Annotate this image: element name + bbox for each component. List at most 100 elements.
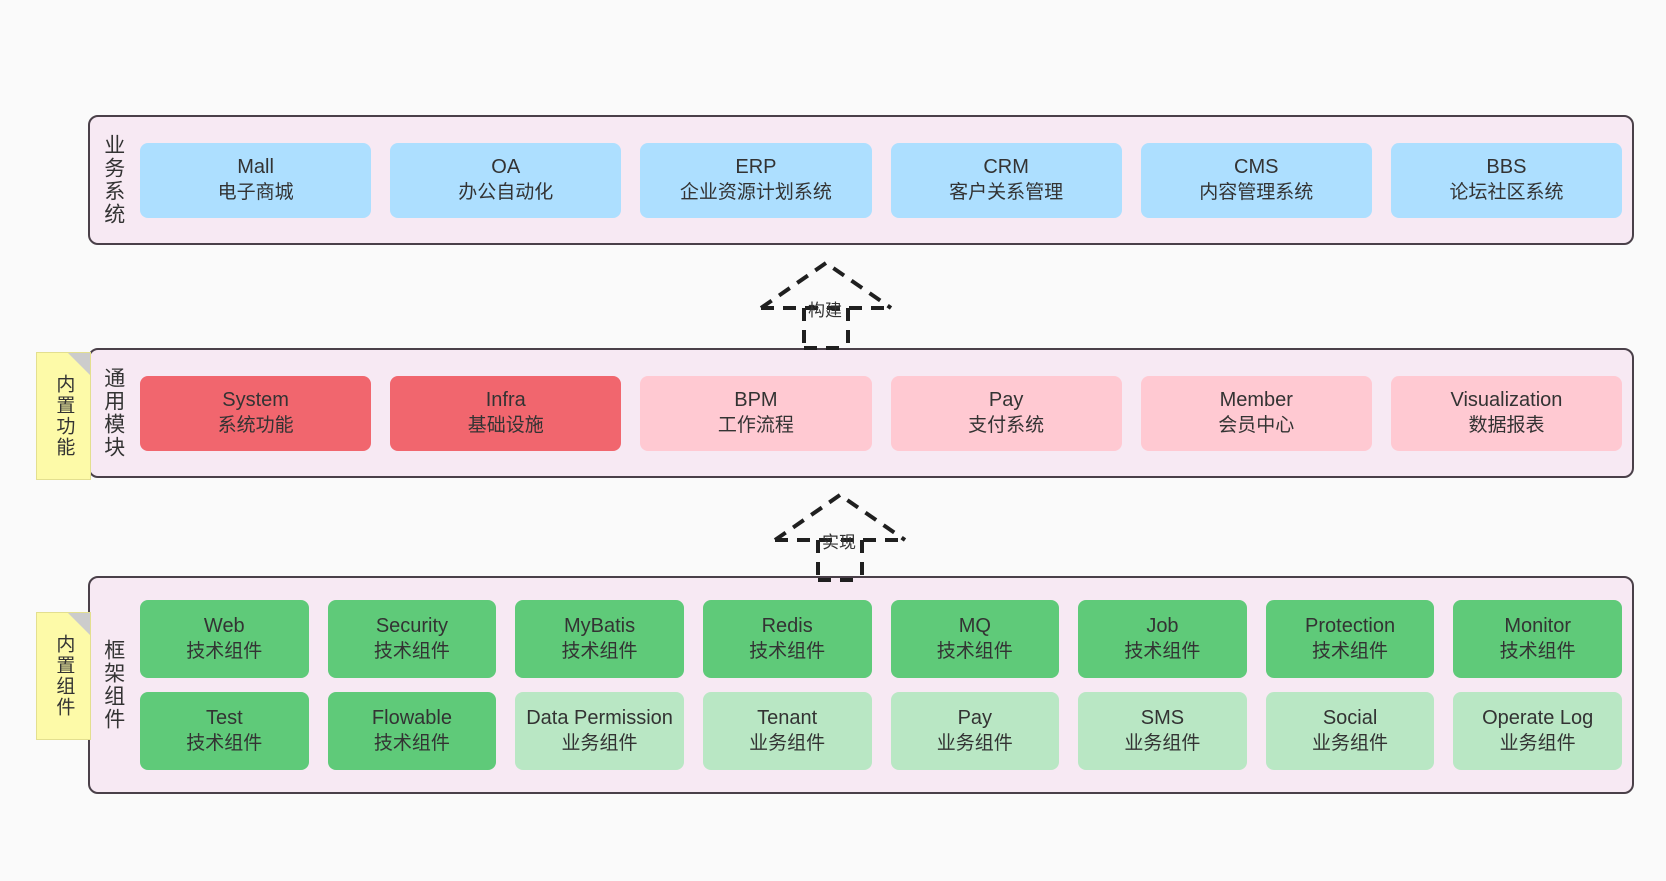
- card-title-en: Pay: [988, 389, 1024, 412]
- card-mybatis[interactable]: MyBatis 技术组件: [515, 600, 684, 678]
- card-title-cn: 业务组件: [1499, 732, 1576, 754]
- band-row: System 系统功能 Infra 基础设施 BPM 工作流程 Pay 支付系统…: [140, 375, 1623, 451]
- card-web[interactable]: Web 技术组件: [140, 600, 309, 678]
- card-title-en: Job: [1146, 615, 1179, 638]
- card-title-en: BPM: [734, 389, 778, 412]
- card-member[interactable]: Member 会员中心: [1140, 375, 1372, 451]
- band-row: Web 技术组件 Security 技术组件 MyBatis 技术组件 Redi…: [140, 600, 1622, 678]
- band-body-framework-component: Web 技术组件 Security 技术组件 MyBatis 技术组件 Redi…: [136, 578, 1632, 792]
- card-title-en: Social: [1322, 707, 1378, 730]
- card-title-cn: 电子商城: [217, 181, 294, 203]
- card-flowable[interactable]: Flowable 技术组件: [327, 692, 497, 770]
- card-title-en: SMS: [1140, 707, 1185, 730]
- band-body-business-system: Mall 电子商城 OA 办公自动化 ERP 企业资源计划系统 CRM 客户关系…: [136, 117, 1632, 243]
- card-title-cn: 业务组件: [936, 732, 1013, 754]
- card-title-en: Visualization: [1450, 389, 1563, 412]
- card-title-en: MQ: [958, 615, 991, 638]
- arrow-implement-label: 实现: [822, 533, 856, 552]
- band-title-framework-component: 框架组件: [101, 639, 125, 731]
- card-operate-log[interactable]: Operate Log 业务组件: [1453, 692, 1622, 770]
- card-title-en: Web: [203, 615, 245, 638]
- note-label: 内置组件: [53, 634, 75, 718]
- note-fold-corner-icon: [68, 613, 90, 635]
- card-title-cn: 数据报表: [1468, 414, 1545, 436]
- card-title-en: Infra: [485, 389, 526, 412]
- card-title-cn: 会员中心: [1218, 414, 1295, 436]
- card-redis[interactable]: Redis 技术组件: [702, 600, 872, 678]
- card-title-cn: 技术组件: [1124, 640, 1201, 662]
- card-title-cn: 客户关系管理: [949, 181, 1064, 203]
- card-mall[interactable]: Mall 电子商城: [140, 142, 372, 218]
- card-job[interactable]: Job 技术组件: [1078, 600, 1247, 678]
- card-title-cn: 技术组件: [373, 732, 450, 754]
- card-title-cn: 技术组件: [186, 732, 263, 754]
- band-title-business-system: 业务系统: [101, 134, 125, 226]
- note-builtin-component[interactable]: 内置组件: [36, 612, 91, 740]
- card-title-cn: 技术组件: [186, 640, 263, 662]
- card-title-cn: 基础设施: [467, 414, 544, 436]
- card-title-cn: 业务组件: [561, 732, 638, 754]
- card-title-en: Test: [205, 707, 243, 730]
- card-title-en: Redis: [761, 615, 813, 638]
- band-body-common-module: System 系统功能 Infra 基础设施 BPM 工作流程 Pay 支付系统…: [136, 350, 1632, 476]
- card-title-cn: 技术组件: [1312, 640, 1389, 662]
- band-common-module[interactable]: 通用模块 System 系统功能 Infra 基础设施 BPM 工作流程 Pay…: [88, 348, 1634, 478]
- card-title-en: Tenant: [757, 707, 818, 730]
- card-title-cn: 办公自动化: [458, 181, 554, 203]
- card-social[interactable]: Social 业务组件: [1265, 692, 1435, 770]
- card-title-en: OA: [491, 156, 521, 179]
- card-title-cn: 系统功能: [217, 414, 294, 436]
- arrow-build: 构建: [756, 258, 906, 350]
- card-tenant[interactable]: Tenant 业务组件: [702, 692, 872, 770]
- card-title-cn: 技术组件: [373, 640, 450, 662]
- card-crm[interactable]: CRM 客户关系管理: [890, 142, 1122, 218]
- note-label: 内置功能: [53, 374, 75, 458]
- card-title-cn: 业务组件: [749, 732, 826, 754]
- card-title-en: CRM: [983, 156, 1029, 179]
- band-row: Test 技术组件 Flowable 技术组件 Data Permission …: [140, 692, 1622, 770]
- card-title-en: MyBatis: [564, 615, 636, 638]
- card-title-en: BBS: [1486, 156, 1527, 179]
- card-sms[interactable]: SMS 业务组件: [1078, 692, 1247, 770]
- card-title-cn: 业务组件: [1312, 732, 1389, 754]
- arrow-build-label: 构建: [808, 301, 842, 320]
- arrow-implement-glyph: [773, 492, 907, 582]
- card-mq[interactable]: MQ 技术组件: [890, 600, 1060, 678]
- card-data-permission[interactable]: Data Permission 业务组件: [515, 692, 684, 770]
- card-cms[interactable]: CMS 内容管理系统: [1140, 142, 1372, 218]
- band-business-system[interactable]: 业务系统 Mall 电子商城 OA 办公自动化 ERP 企业资源计划系统 CRM…: [88, 115, 1634, 245]
- card-title-en: Pay: [957, 707, 993, 730]
- band-row: Mall 电子商城 OA 办公自动化 ERP 企业资源计划系统 CRM 客户关系…: [140, 142, 1623, 218]
- card-title-cn: 企业资源计划系统: [679, 181, 832, 203]
- note-fold-corner-icon: [68, 353, 90, 375]
- card-erp[interactable]: ERP 企业资源计划系统: [640, 142, 872, 218]
- card-title-cn: 论坛社区系统: [1449, 181, 1564, 203]
- card-title-en: Data Permission: [526, 707, 673, 730]
- card-protection[interactable]: Protection 技术组件: [1265, 600, 1435, 678]
- arrow-implement: 实现: [770, 490, 920, 582]
- card-infra[interactable]: Infra 基础设施: [390, 375, 622, 451]
- card-bpm[interactable]: BPM 工作流程: [640, 375, 872, 451]
- card-monitor[interactable]: Monitor 技术组件: [1453, 600, 1622, 678]
- card-title-cn: 工作流程: [717, 414, 794, 436]
- band-framework-component[interactable]: 框架组件 Web 技术组件 Security 技术组件 MyBatis 技术组件…: [88, 576, 1634, 794]
- card-title-cn: 支付系统: [968, 414, 1045, 436]
- card-title-en: Monitor: [1504, 615, 1572, 638]
- card-test[interactable]: Test 技术组件: [140, 692, 309, 770]
- card-visualization[interactable]: Visualization 数据报表: [1390, 375, 1623, 451]
- card-title-cn: 技术组件: [936, 640, 1013, 662]
- note-builtin-feature[interactable]: 内置功能: [36, 352, 91, 480]
- card-pay[interactable]: Pay 支付系统: [890, 375, 1122, 451]
- card-title-en: CMS: [1234, 156, 1279, 179]
- card-bbs[interactable]: BBS 论坛社区系统: [1390, 142, 1623, 218]
- card-title-en: Mall: [237, 156, 274, 179]
- card-security[interactable]: Security 技术组件: [327, 600, 497, 678]
- card-system[interactable]: System 系统功能: [140, 375, 372, 451]
- card-oa[interactable]: OA 办公自动化: [390, 142, 622, 218]
- card-title-en: System: [222, 389, 289, 412]
- card-title-en: Protection: [1305, 615, 1396, 638]
- arrow-build-glyph: [759, 260, 893, 350]
- card-title-cn: 技术组件: [561, 640, 638, 662]
- card-pay-business[interactable]: Pay 业务组件: [890, 692, 1060, 770]
